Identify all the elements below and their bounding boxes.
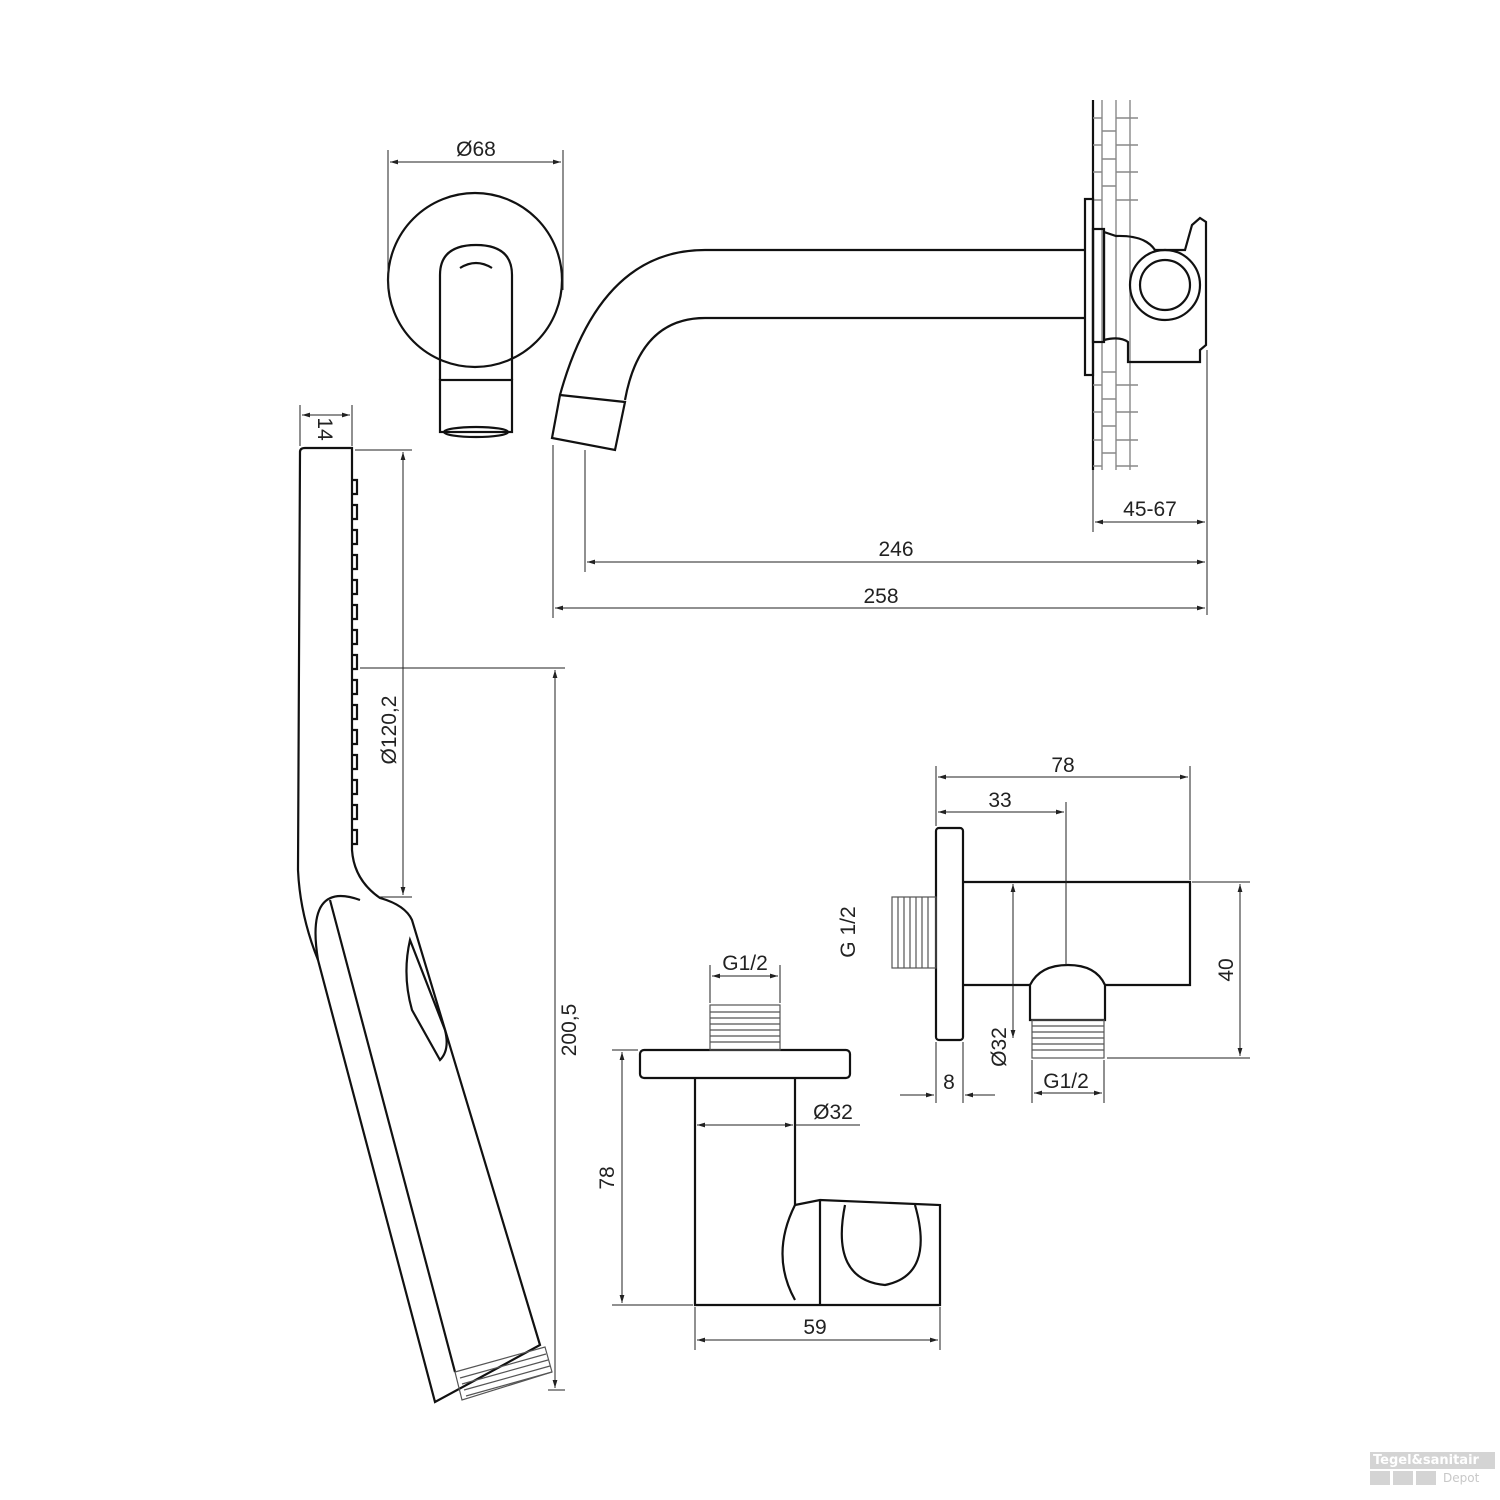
dim-outlet-flange-thickness: 8 [943, 1071, 955, 1094]
dim-spout-reach-total: 258 [863, 585, 898, 608]
dim-handshower-length: 200,5 [558, 1004, 581, 1057]
watermark-brand: Tegel&sanitair [1370, 1452, 1495, 1469]
dim-outlet-body-diameter: Ø32 [988, 1027, 1011, 1067]
dim-handshower-head-diameter: Ø120,2 [378, 696, 401, 765]
dim-outlet-height: 40 [1215, 958, 1238, 981]
spout-front-view: Ø68 [386, 138, 564, 439]
dim-holder-depth: 59 [803, 1316, 826, 1339]
dim-spout-reach-inner: 246 [878, 538, 913, 561]
drop-icon [1370, 1471, 1390, 1485]
wall-holder: G1/2 Ø32 78 59 [596, 952, 942, 1350]
dim-outlet-inlet-thread: G 1/2 [837, 906, 860, 957]
spray-nozzles [352, 478, 359, 846]
logo-square [1416, 1471, 1436, 1485]
dim-holder-body-diameter: Ø32 [813, 1101, 853, 1124]
watermark-sub: Depot [1443, 1471, 1480, 1485]
dim-holder-height: 78 [596, 1166, 619, 1189]
wall-outlet: 78 33 G 1/2 40 Ø32 8 G1/2 [837, 754, 1250, 1103]
dim-holder-thread: G1/2 [722, 952, 768, 975]
dim-escutcheon-diameter: Ø68 [456, 138, 496, 161]
dim-outlet-outlet-thread: G1/2 [1043, 1070, 1089, 1093]
logo-square [1393, 1471, 1413, 1485]
hand-shower: 14 Ø120,2 200,5 [296, 405, 581, 1404]
dim-outlet-offset: 33 [988, 789, 1011, 812]
dim-handshower-thickness: 14 [313, 417, 336, 441]
watermark-logo: Tegel&sanitair Depot [1370, 1452, 1495, 1485]
dim-outlet-length: 78 [1051, 754, 1074, 777]
spout-side-view: 45-67 246 258 [550, 100, 1208, 618]
dim-wall-depth: 45-67 [1123, 498, 1177, 521]
